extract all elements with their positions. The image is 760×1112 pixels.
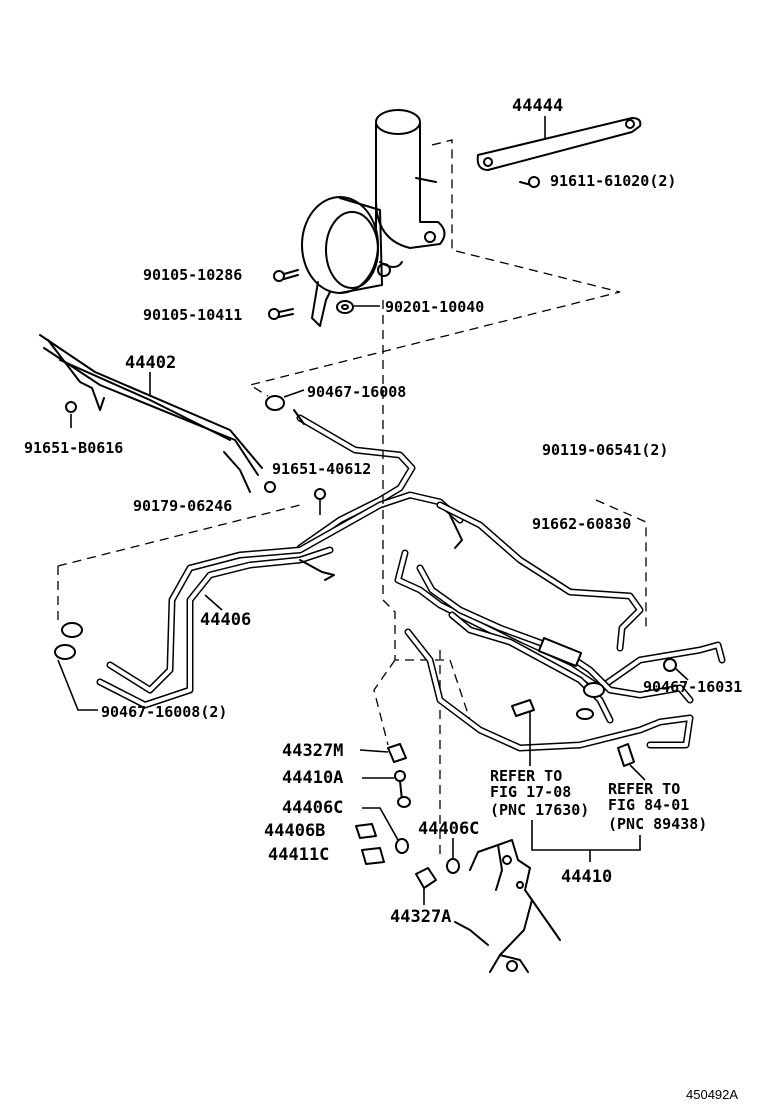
- bolt-90105-10286: [273, 269, 299, 282]
- pressure-switch: [511, 699, 535, 766]
- label-91651-b0616: 91651-B0616: [24, 439, 123, 457]
- leader-44410: [531, 820, 641, 862]
- union-bolt-44410a: [362, 770, 411, 808]
- gasket-44406c-b: [446, 838, 460, 874]
- label-44406c-b: 44406C: [418, 819, 479, 839]
- ref1-line2: FIG 17-08: [490, 783, 571, 801]
- bracket-44444: [476, 116, 642, 188]
- phantom-line-right: [595, 499, 647, 628]
- label-44402: 44402: [125, 353, 176, 373]
- ref2-line1: REFER TO: [608, 780, 680, 798]
- clamps-90467-16008: [54, 622, 98, 711]
- pressure-tube-44410: [394, 549, 726, 752]
- steering-gear-housing: [454, 839, 561, 973]
- ref1-line3: (PNC 17630): [490, 801, 589, 819]
- label-91611-61020: 91611-61020(2): [550, 172, 676, 190]
- label-91662-60830: 91662-60830: [532, 515, 631, 533]
- label-91651-40612: 91651-40612: [272, 460, 371, 478]
- label-44327a: 44327A: [390, 907, 451, 927]
- phantom-line-left: [57, 504, 301, 625]
- label-44411c: 44411C: [268, 845, 329, 865]
- label-44406c-a: 44406C: [282, 798, 343, 818]
- label-90119-06541: 90119-06541(2): [542, 441, 668, 459]
- vane-pump-assembly: [301, 109, 446, 327]
- phantom-line-center: [373, 300, 471, 860]
- sensor-plug: [617, 743, 646, 781]
- union-44327m: [359, 743, 407, 763]
- tube-bracket-44402: [39, 334, 276, 493]
- return-tube-44406: [96, 491, 644, 709]
- label-90467-16008-2: 90467-16008(2): [101, 703, 227, 721]
- label-44444: 44444: [512, 96, 563, 116]
- label-90105-10411: 90105-10411: [143, 306, 242, 324]
- label-90467-16008: 90467-16008: [307, 383, 406, 401]
- washer-90201-10040: [336, 300, 380, 314]
- label-90105-10286: 90105-10286: [143, 266, 242, 284]
- label-90467-16031: 90467-16031: [643, 678, 742, 696]
- label-44327m: 44327M: [282, 741, 343, 761]
- figure-id: 450492A: [686, 1087, 738, 1102]
- gasket-44406c-a: [362, 807, 409, 854]
- ref2-line3: (PNC 89438): [608, 815, 707, 833]
- phantom-line-pump: [248, 139, 621, 397]
- clamp-90467-16008: [265, 389, 305, 411]
- label-90201-10040: 90201-10040: [385, 298, 484, 316]
- label-44410a: 44410A: [282, 768, 343, 788]
- label-90179-06246: 90179-06246: [133, 497, 232, 515]
- label-44406b: 44406B: [264, 821, 325, 841]
- label-44410: 44410: [561, 867, 612, 887]
- bolt-44411c: [361, 847, 385, 865]
- label-44406: 44406: [200, 610, 251, 630]
- union-44327a: [415, 867, 437, 905]
- ref2-line2: FIG 84-01: [608, 796, 689, 814]
- bolt-44406b: [355, 823, 377, 839]
- ref1-line1: REFER TO: [490, 767, 562, 785]
- return-hose: [293, 409, 416, 552]
- bolt-90105-10411: [268, 308, 294, 320]
